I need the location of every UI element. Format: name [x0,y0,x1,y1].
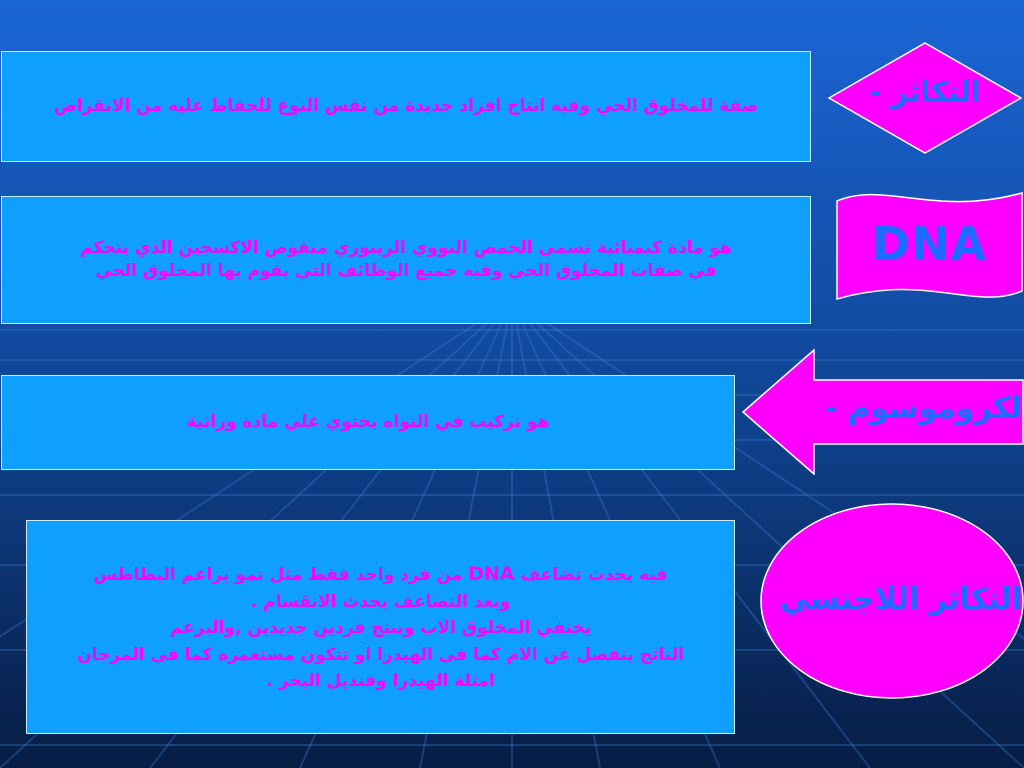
definition-text-line-4: الناتج ينفصل عن الام كما في الهيدرا او ت… [77,644,684,665]
dna-term-inline: DNA [468,562,515,585]
definition-box-chromosome: هو تركيب في النواه يحتوي علي مادة وراثية [1,375,735,470]
term-ellipse-asexual-reproduction: التكاثر اللاجنسي [760,503,1024,699]
definition-text-line-1: فيه يحدث تضاعف DNA من فرد واحد فقط مثل ن… [93,562,668,585]
definition-text-line-2: في صفات المخلوق الحي وفيه جميع الوظائف ا… [95,261,717,281]
definition-box-asexual-reproduction: فيه يحدث تضاعف DNA من فرد واحد فقط مثل ن… [26,520,735,734]
term-label: التكاثر - [869,75,981,109]
term-label: DNA [871,217,988,271]
term-diamond-reproduction: التكاثر - [828,42,1022,154]
definition-text-line-5: امثلة الهيدرا وقنديل البحر . [266,671,495,692]
definition-text-line-2: وبعد التضاعف يحدث الانقسام . [250,592,511,613]
term-label: الكروموسوم - [825,390,1024,426]
definition-text: صفة للمخلوق الحي وفيه انتاج افراد جديدة … [53,96,759,117]
definition-box-reproduction: صفة للمخلوق الحي وفيه انتاج افراد جديدة … [1,51,811,162]
term-arrow-chromosome: الكروموسوم - [742,349,1024,475]
ellipse-shape [760,503,1024,699]
wave-banner-shape [836,192,1023,301]
term-banner-dna: DNA [835,187,1024,305]
left-arrow-shape [742,349,1024,475]
definition-text-line-3: يختفي المخلوق الاب وينتج فردين جديدين ,و… [169,618,592,639]
term-label: التكاثر اللاجنسي [780,581,1022,617]
definition-box-dna: هو مادة كيميائية تسمى الحمض النووي الريب… [1,196,811,324]
diamond-shape [828,42,1022,154]
definition-text: هو تركيب في النواه يحتوي علي مادة وراثية [186,412,550,433]
definition-text-line-1: هو مادة كيميائية تسمى الحمض النووي الريب… [80,238,732,259]
